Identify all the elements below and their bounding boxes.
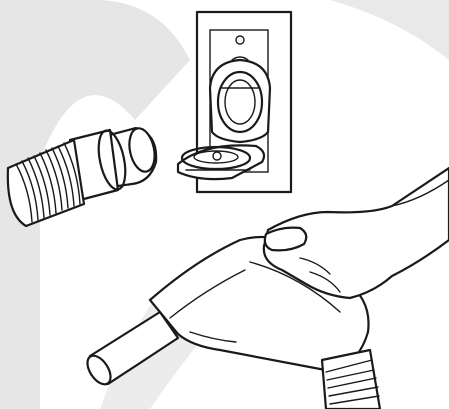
hose-cuff [70, 126, 158, 200]
inlet-door [210, 57, 270, 142]
